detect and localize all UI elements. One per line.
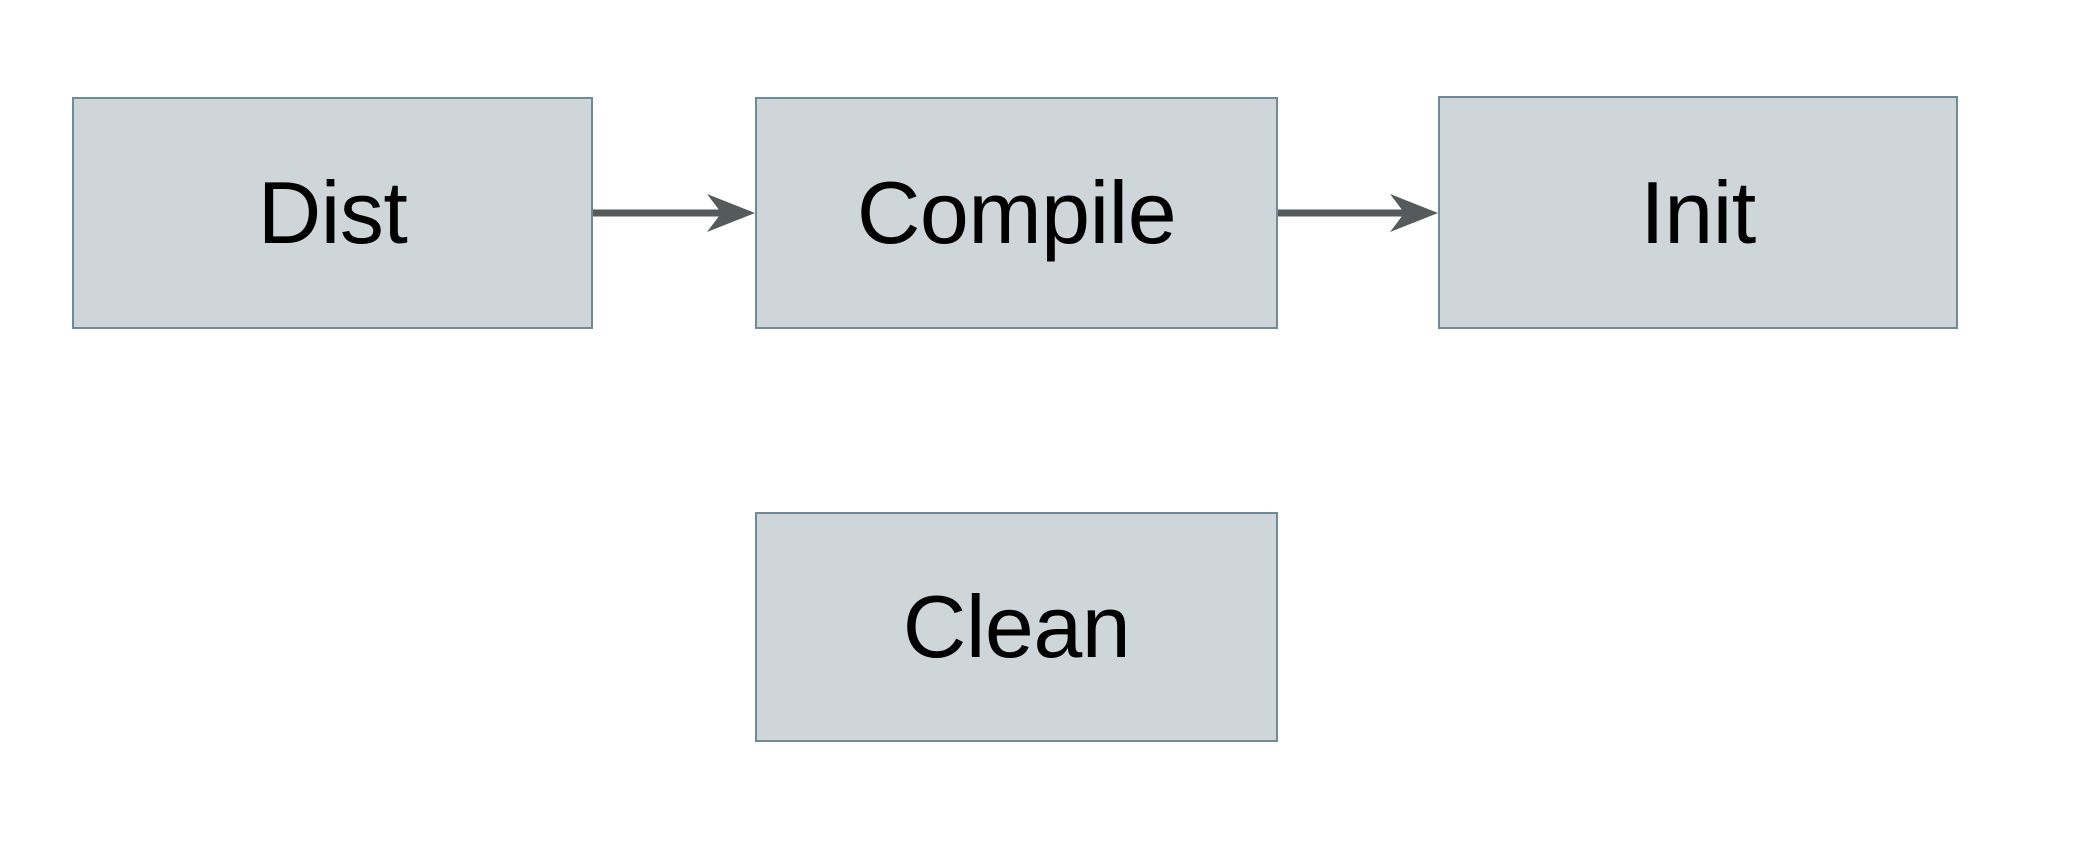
node-init[interactable]: Init: [1438, 96, 1958, 329]
node-clean[interactable]: Clean: [755, 512, 1278, 742]
node-dist[interactable]: Dist: [72, 97, 593, 329]
edge-dist-to-compile[interactable]: [593, 175, 755, 251]
node-compile[interactable]: Compile: [755, 97, 1278, 329]
node-label-clean: Clean: [902, 577, 1131, 676]
arrow-icon: [593, 194, 755, 232]
arrow-icon: [1278, 194, 1438, 232]
node-label-compile: Compile: [856, 163, 1177, 262]
node-label-init: Init: [1640, 162, 1756, 262]
node-label-dist: Dist: [257, 163, 408, 262]
edge-compile-to-init[interactable]: [1278, 175, 1438, 251]
